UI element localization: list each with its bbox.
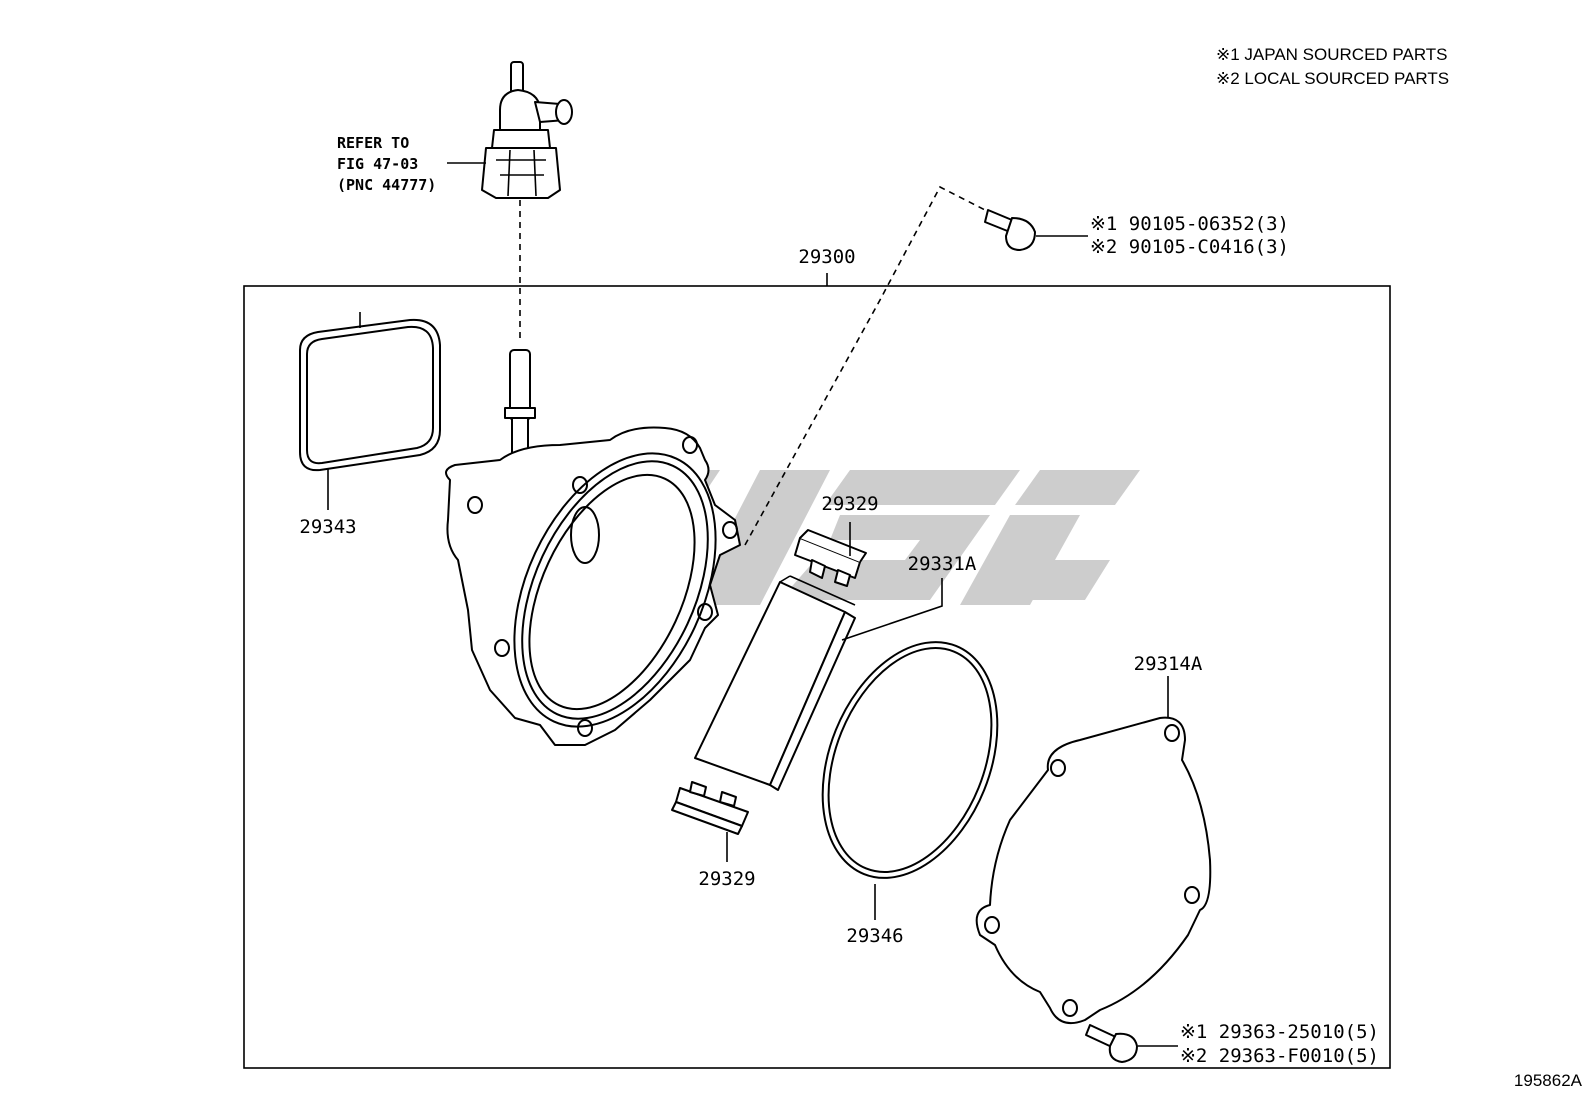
bolt-top-line2: ※2 90105-C0416(3) bbox=[1090, 236, 1289, 258]
refer-line3: (PNC 44777) bbox=[337, 176, 436, 194]
check-valve bbox=[481, 61, 573, 199]
label-cover: 29314A bbox=[1134, 653, 1203, 675]
cover-plate bbox=[975, 716, 1212, 1024]
label-oring: 29346 bbox=[846, 925, 903, 947]
bolt-top-line1: ※1 90105-06352(3) bbox=[1090, 213, 1289, 235]
gasket-square bbox=[299, 312, 441, 472]
bolt-top bbox=[984, 209, 1036, 251]
assembly-frame bbox=[243, 285, 1391, 1069]
label-vane: 29331A bbox=[908, 553, 977, 575]
label-cap-top: 29329 bbox=[821, 493, 878, 515]
legend-japan: ※1 JAPAN SOURCED PARTS bbox=[1216, 45, 1448, 64]
cap-bottom bbox=[671, 781, 749, 835]
label-assembly: 29300 bbox=[798, 246, 855, 268]
pump-housing bbox=[445, 349, 741, 746]
legend-local: ※2 LOCAL SOURCED PARTS bbox=[1216, 69, 1449, 88]
refer-line1: REFER TO bbox=[337, 134, 409, 152]
refer-line2: FIG 47-03 bbox=[337, 155, 418, 173]
label-gasket-square: 29343 bbox=[299, 516, 356, 538]
rotor-vane bbox=[694, 575, 856, 791]
bolt-bottom-line2: ※2 29363-F0010(5) bbox=[1180, 1045, 1379, 1067]
label-cap-bottom: 29329 bbox=[698, 868, 755, 890]
drawing-number: 195862A bbox=[1514, 1071, 1583, 1090]
bolt-bottom bbox=[1085, 1024, 1138, 1063]
o-ring bbox=[821, 641, 999, 879]
bolt-bottom-line1: ※1 29363-25010(5) bbox=[1180, 1021, 1379, 1043]
